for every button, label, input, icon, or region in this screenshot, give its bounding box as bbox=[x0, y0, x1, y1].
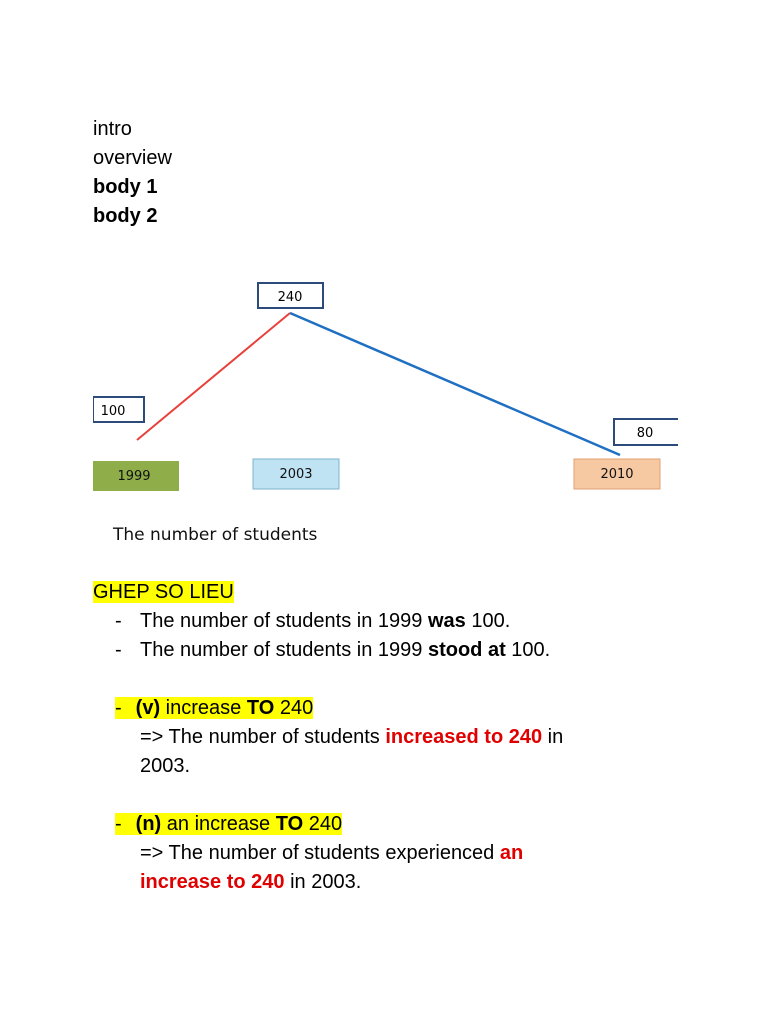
outline-body-1: body 1 bbox=[93, 176, 158, 198]
noun-to: TO bbox=[275, 813, 304, 835]
rise-line bbox=[136, 312, 291, 441]
verb-example-b: in bbox=[542, 726, 564, 748]
sentence-stood-a: The number of students in 1999 bbox=[140, 639, 428, 661]
year-box-2003: 2003 bbox=[252, 458, 340, 490]
noun-example: => The number of students experienced an bbox=[140, 841, 523, 865]
noun-rule: -(n) an increase TO 240 bbox=[115, 812, 343, 836]
noun-example-b: in 2003. bbox=[284, 871, 362, 893]
section-heading: GHEP SO LIEU bbox=[93, 580, 234, 604]
year-box-2010: 2010 bbox=[573, 458, 661, 490]
sentence-stood-keyword: stood at bbox=[427, 639, 506, 661]
verb-example-line2: 2003. bbox=[140, 755, 191, 777]
noun-example-highlight-2: increase to 240 bbox=[140, 871, 285, 893]
verb-example-highlight: increased to 240 bbox=[385, 726, 543, 748]
sentence-was-keyword: was bbox=[427, 610, 466, 632]
noun-value: 240 bbox=[303, 813, 343, 835]
noun-example-highlight-1: an bbox=[499, 842, 524, 864]
fall-line bbox=[289, 311, 621, 457]
sentence-was-a: The number of students in 1999 bbox=[140, 610, 428, 632]
noun-text: an increase bbox=[161, 813, 276, 835]
sentence-stood-c: 100. bbox=[505, 639, 551, 661]
sentence-stood-at: The number of students in 1999 stood at … bbox=[140, 638, 550, 662]
sentence-was: The number of students in 1999 was 100. bbox=[140, 609, 510, 633]
bullet-dash: - bbox=[115, 610, 122, 632]
verb-example-a: => The number of students bbox=[140, 726, 386, 748]
noun-example-line2: increase to 240 in 2003. bbox=[140, 870, 361, 894]
year-2010: 2010 bbox=[600, 467, 633, 482]
verb-value: 240 bbox=[274, 697, 314, 719]
value-box-2003: 240 bbox=[257, 282, 324, 309]
year-1999: 1999 bbox=[117, 469, 150, 484]
value-2003: 240 bbox=[278, 290, 303, 305]
value-box-2010: 80 bbox=[613, 418, 678, 446]
verb-tag: (v) bbox=[135, 697, 161, 719]
value-2010: 80 bbox=[637, 426, 654, 441]
bullet-dash: - bbox=[115, 697, 122, 719]
outline-body-2: body 2 bbox=[93, 205, 158, 227]
outline-overview: overview bbox=[93, 147, 172, 169]
bullet-dash: - bbox=[115, 639, 122, 661]
diagram-caption: The number of students bbox=[112, 525, 318, 545]
section-heading-text: GHEP SO LIEU bbox=[93, 581, 234, 603]
value-1999: 100 bbox=[101, 404, 126, 419]
outline-intro: intro bbox=[93, 118, 132, 140]
year-2003: 2003 bbox=[279, 467, 312, 482]
bullet-dash: - bbox=[115, 813, 122, 835]
verb-to: TO bbox=[246, 697, 275, 719]
verb-text: increase bbox=[160, 697, 247, 719]
sentence-was-c: 100. bbox=[465, 610, 511, 632]
noun-tag: (n) bbox=[135, 813, 162, 835]
verb-rule-highlight: -(v) increase TO 240 bbox=[115, 697, 314, 719]
noun-example-a: => The number of students experienced bbox=[140, 842, 500, 864]
verb-rule: -(v) increase TO 240 bbox=[115, 696, 314, 720]
value-box-1999: 100 bbox=[93, 396, 145, 423]
students-diagram: 240 100 80 1999 2003 2010 The number of … bbox=[93, 282, 678, 545]
verb-example: => The number of students increased to 2… bbox=[140, 725, 563, 749]
year-box-1999: 1999 bbox=[93, 461, 179, 491]
noun-rule-highlight: -(n) an increase TO 240 bbox=[115, 813, 343, 835]
